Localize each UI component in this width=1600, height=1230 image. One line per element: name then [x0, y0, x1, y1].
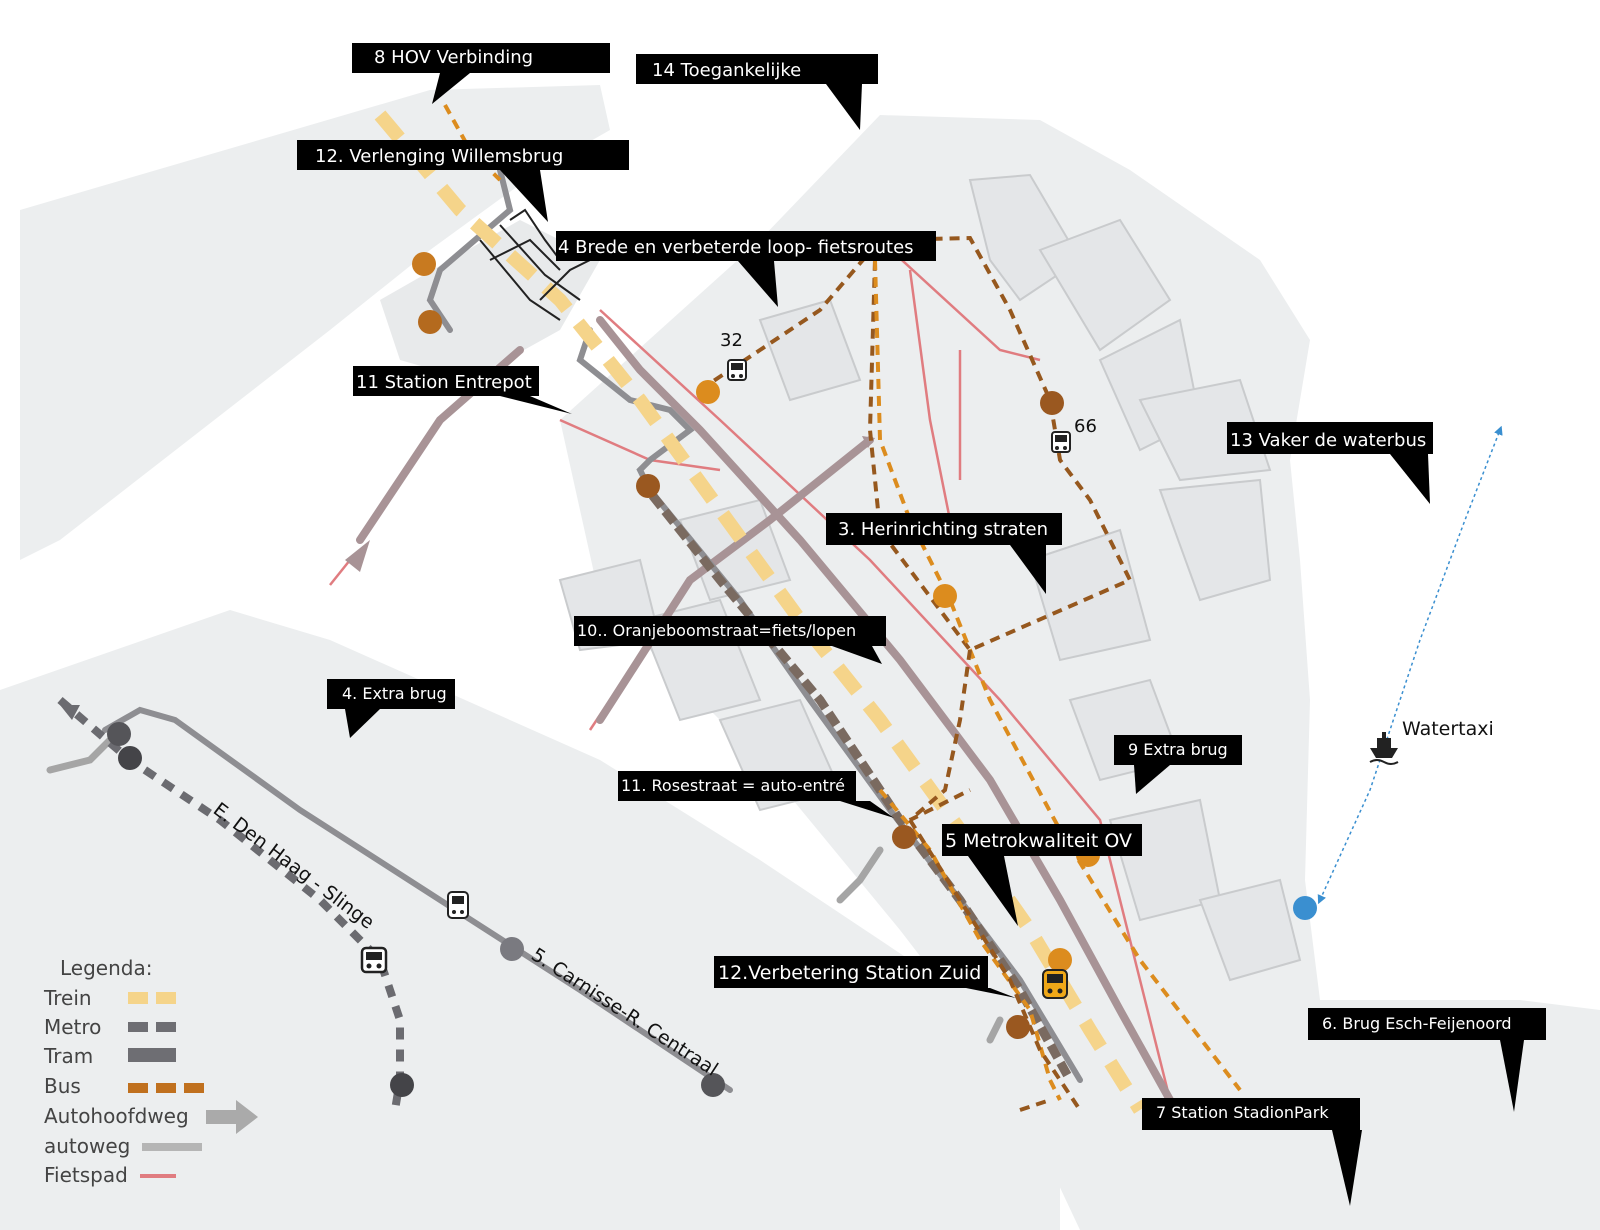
station-marker-icon[interactable] [933, 584, 957, 608]
legend-label-tram: Tram [43, 1044, 93, 1068]
callout-7-station-stadionpark[interactable]: 7 Station StadionPark [1142, 1098, 1362, 1206]
station-marker-icon[interactable] [412, 252, 436, 276]
metro-arrow-top [60, 705, 80, 720]
callout-8-hov[interactable]: 8 HOV Verbinding [352, 43, 610, 104]
tram-icon [447, 891, 469, 919]
legend-label-metro: Metro [44, 1015, 101, 1039]
callout-text: 4 Brede en verbeterde loop- fietsroutes [558, 237, 914, 258]
bus-icon [1051, 431, 1071, 453]
callout-11-rosestraat[interactable]: 11. Rosestraat = auto-entré [618, 771, 894, 818]
callout-5-metrokwaliteit[interactable]: 5 Metrokwaliteit OV [942, 824, 1142, 926]
station-marker-icon[interactable] [500, 937, 524, 961]
watertaxi-route [1317, 425, 1503, 905]
callout-10-oranjeboomstraat[interactable]: 10.. Oranjeboomstraat=fiets/lopen [574, 616, 886, 664]
callout-text: 10.. Oranjeboomstraat=fiets/lopen [577, 621, 856, 640]
callout-text: 12. Verlenging Willemsbrug [315, 146, 563, 167]
station-marker-icon[interactable] [390, 1073, 414, 1097]
station-marker-icon[interactable] [1040, 391, 1064, 415]
callout-12-willemsbrug[interactable]: 12. Verlenging Willemsbrug [297, 140, 629, 222]
callout-4-brede-routes[interactable]: 4 Brede en verbeterde loop- fietsroutes [556, 231, 936, 307]
callout-14-toegankelijke[interactable]: 14 Toegankelijke [636, 54, 878, 130]
callout-11-station-entrepot[interactable]: 11 Station Entrepot [353, 366, 572, 414]
station-marker-icon[interactable] [892, 825, 916, 849]
bus-66-label: 66 [1074, 416, 1097, 437]
land-east [560, 115, 1600, 1230]
station-markers [107, 252, 1317, 1097]
station-marker-icon[interactable] [701, 1073, 725, 1097]
callout-9-extra-brug[interactable]: 9 Extra brug [1114, 735, 1242, 794]
watertaxi-label: Watertaxi [1402, 718, 1494, 740]
callout-text: 11. Rosestraat = auto-entré [621, 776, 845, 795]
legend: Legenda: Trein Metro Tram Bus Autohoofdw… [43, 956, 258, 1187]
autohoofdweg-arrow-1 [345, 540, 370, 572]
bus-32-label: 32 [720, 330, 743, 351]
callout-text: 8 HOV Verbinding [374, 47, 533, 68]
station-marker-icon[interactable] [1048, 948, 1072, 972]
legend-swatch-autohoofdweg [206, 1100, 258, 1134]
legend-label-fietspad: Fietspad [44, 1163, 128, 1187]
willemsbrug-structure [479, 208, 591, 321]
boat-icon [1369, 732, 1399, 765]
callout-text: 5 Metrokwaliteit OV [945, 830, 1132, 852]
callout-text: 11 Station Entrepot [356, 372, 532, 393]
land-southwest [0, 610, 1060, 1230]
callout-4-extra-brug[interactable]: 4. Extra brug [327, 679, 455, 738]
metro-network [57, 696, 404, 1111]
callout-text: 7 Station StadionPark [1156, 1103, 1329, 1122]
train-icon [1042, 969, 1068, 999]
legend-label-autoweg: autoweg [44, 1134, 130, 1158]
callout-text: 4. Extra brug [342, 684, 447, 703]
legend-label-bus: Bus [44, 1074, 81, 1098]
callout-6-brug-esch[interactable]: 6. Brug Esch-Feijenoord [1308, 1008, 1546, 1112]
legend-title: Legenda: [60, 956, 152, 980]
callout-text: 6. Brug Esch-Feijenoord [1322, 1014, 1512, 1033]
station-marker-icon[interactable] [696, 380, 720, 404]
station-marker-icon[interactable] [1006, 1015, 1030, 1039]
callout-text: 3. Herinrichting straten [838, 519, 1048, 540]
callout-text: 13 Vaker de waterbus [1230, 430, 1426, 451]
station-marker-icon[interactable] [636, 474, 660, 498]
legend-label-trein: Trein [43, 986, 92, 1010]
station-marker-icon[interactable] [418, 310, 442, 334]
station-marker-icon[interactable] [118, 746, 142, 770]
callout-text: 14 Toegankelijke [652, 60, 801, 81]
land-north-peninsula [380, 220, 600, 380]
metro-trunk [636, 477, 1074, 1083]
bus-icon [360, 946, 388, 974]
callout-13-waterbus[interactable]: 13 Vaker de waterbus [1227, 422, 1433, 504]
callout-12-station-zuid[interactable]: 12.Verbetering Station Zuid [714, 956, 1016, 998]
legend-label-autohoofdweg: Autohoofdweg [44, 1104, 189, 1128]
callout-text: 12.Verbetering Station Zuid [718, 962, 981, 984]
callout-3-herinrichting[interactable]: 3. Herinrichting straten [826, 513, 1062, 594]
bus-icon [727, 359, 747, 381]
station-marker-icon[interactable] [1293, 896, 1317, 920]
station-marker-icon[interactable] [107, 722, 131, 746]
callout-text: 9 Extra brug [1128, 740, 1228, 759]
